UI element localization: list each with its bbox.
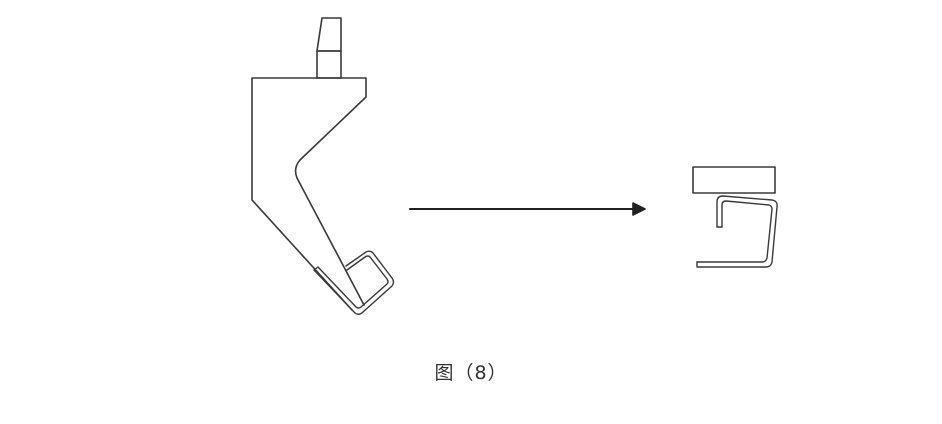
formed-part: [696, 195, 778, 268]
formed-part-outer: [696, 195, 778, 268]
punch-tang-top: [316, 17, 342, 52]
arrow-head: [632, 202, 646, 216]
punch-tool: [251, 17, 367, 311]
punch-body: [251, 77, 367, 311]
die-block: [692, 166, 776, 194]
punch-tang-base: [316, 50, 342, 79]
sheet-inner: [317, 255, 389, 309]
formed-part-inner: [696, 200, 773, 263]
bent-sheet-on-punch: [313, 250, 395, 315]
sheet-end-cap: [313, 266, 319, 271]
arrow-right-icon: [409, 202, 646, 216]
sheet-outer: [313, 250, 395, 315]
figure-caption: 图（8）: [434, 362, 508, 384]
